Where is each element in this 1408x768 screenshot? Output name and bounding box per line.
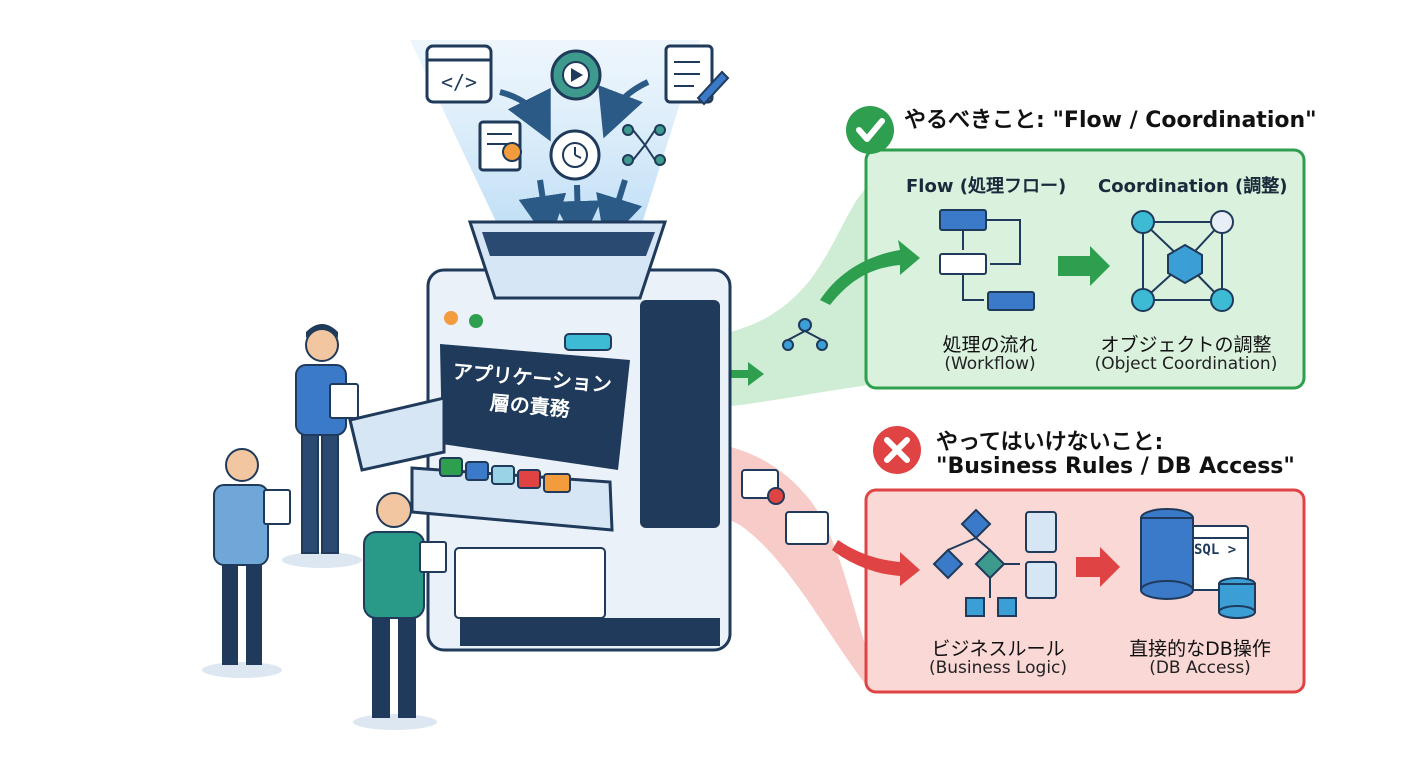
do-green-arrow [1058, 246, 1110, 286]
window-error-icon [741, 469, 785, 505]
dont-heading-line2: "Business Rules / DB Access" [936, 454, 1295, 479]
flow-caption: 処理の流れ [942, 334, 1038, 356]
business-logic-caption-en: (Business Logic) [928, 658, 1068, 678]
dont-curve-arrow [832, 540, 920, 586]
business-logic-icon [932, 508, 1057, 617]
checklist-edit-icon [664, 44, 730, 106]
gear-play-icon [550, 49, 602, 101]
flow-title: Flow (処理フロー) [906, 176, 1067, 197]
sql-label: SQL > [1194, 542, 1237, 558]
intake-arrows [499, 79, 650, 249]
hierarchy-small-icon [782, 318, 828, 351]
flowchart-icon [939, 209, 1035, 311]
band-green-arrow [720, 362, 764, 386]
flow-caption-en: (Workflow) [944, 354, 1036, 374]
cross-icon [873, 426, 921, 474]
person-front [353, 492, 447, 730]
application-layer-machine [348, 220, 732, 652]
gear-clock-icon [549, 129, 601, 181]
svg-text:</>: </> [441, 70, 477, 94]
database-icon [1140, 508, 1256, 619]
coordination-title: Coordination (調整) [1098, 176, 1288, 197]
business-logic-caption: ビジネスルール [931, 638, 1065, 660]
db-access-caption: 直接的なDB操作 [1129, 638, 1271, 660]
coordination-caption: オブジェクトの調整 [1100, 334, 1272, 356]
dont-heading-line1: やってはいけないこと: [936, 430, 1164, 455]
dont-red-arrow [1076, 547, 1120, 587]
person-left [202, 448, 291, 678]
coordination-caption-en: (Object Coordination) [1094, 354, 1278, 374]
coordination-graph-icon [1131, 210, 1234, 312]
do-curve-arrow [820, 240, 920, 305]
code-window-icon: </> [425, 44, 493, 104]
document-search-icon [478, 120, 522, 172]
check-icon [846, 106, 894, 154]
window-list-icon [785, 511, 829, 545]
db-access-caption-en: (DB Access) [1149, 658, 1251, 678]
person-standing-back [282, 324, 362, 568]
do-heading: やるべきこと: "Flow / Coordination" [904, 108, 1317, 133]
